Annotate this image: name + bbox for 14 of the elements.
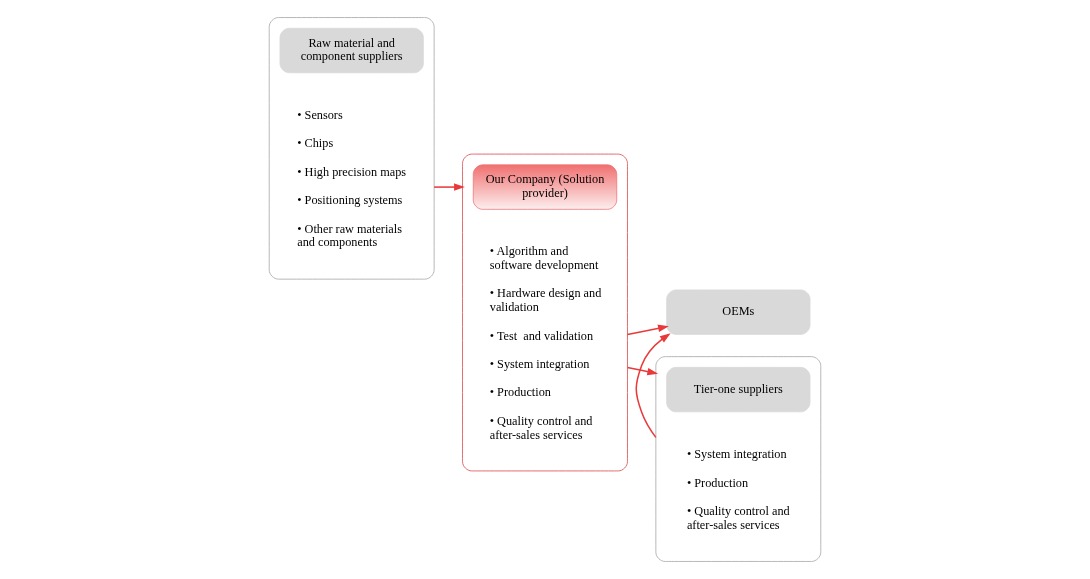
node-box: OEMs [666, 289, 811, 335]
node-text: • Algorithm and software development • Hardware design and validation • Test and validation • System integration • Production • Quality control and after-sales services [489, 244, 602, 442]
arrow [626, 324, 669, 336]
arrow [626, 366, 659, 376]
node-text: • Sensors • Chips • High precision maps • Positioning systems • Other raw materials and components [297, 108, 407, 250]
node-box: Our Company (Solution provider) [472, 164, 618, 210]
cluster [268, 17, 435, 280]
cluster [462, 153, 628, 472]
node-text: • System integration • Production • Quality control and after-sales services [686, 447, 790, 532]
cluster [655, 356, 822, 562]
node-box: Raw material and component suppliers [279, 27, 424, 74]
node-box: Tier-one suppliers [666, 367, 811, 413]
arrow [433, 183, 465, 191]
arrow [635, 333, 671, 439]
